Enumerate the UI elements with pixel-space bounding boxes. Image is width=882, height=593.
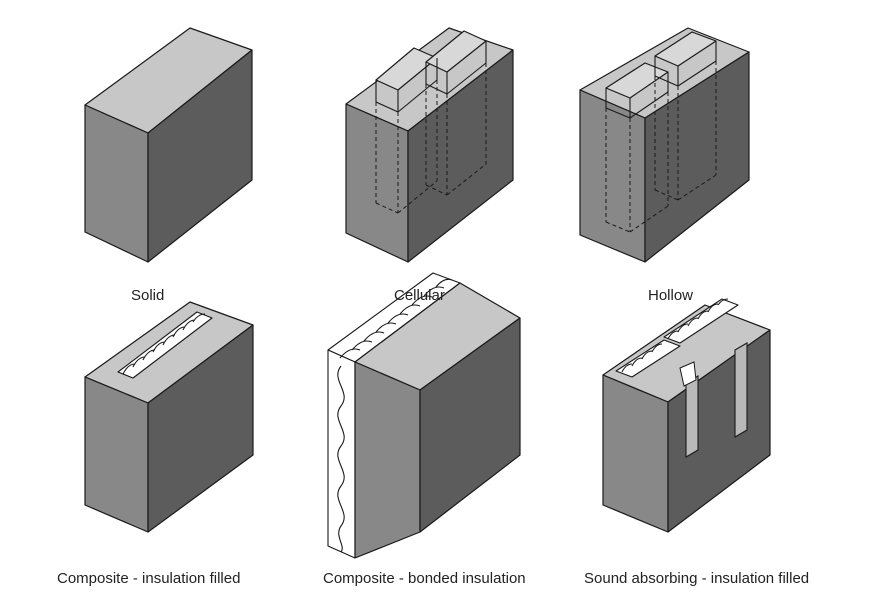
solid-block (84, 27, 253, 263)
composite-filled-block (84, 301, 254, 533)
caption-hollow: Hollow (648, 287, 694, 304)
sound-absorbing-block (602, 298, 771, 533)
hollow-block (579, 27, 750, 263)
composite-bonded-block (327, 272, 521, 559)
cellular-block (345, 27, 514, 263)
caption-sound-absorbing: Sound absorbing - insulation filled (584, 570, 810, 587)
caption-composite-bonded: Composite - bonded insulation (323, 570, 526, 587)
caption-solid: Solid (131, 287, 165, 304)
caption-cellular: Cellular (394, 287, 445, 304)
caption-composite-filled: Composite - insulation filled (57, 570, 241, 587)
